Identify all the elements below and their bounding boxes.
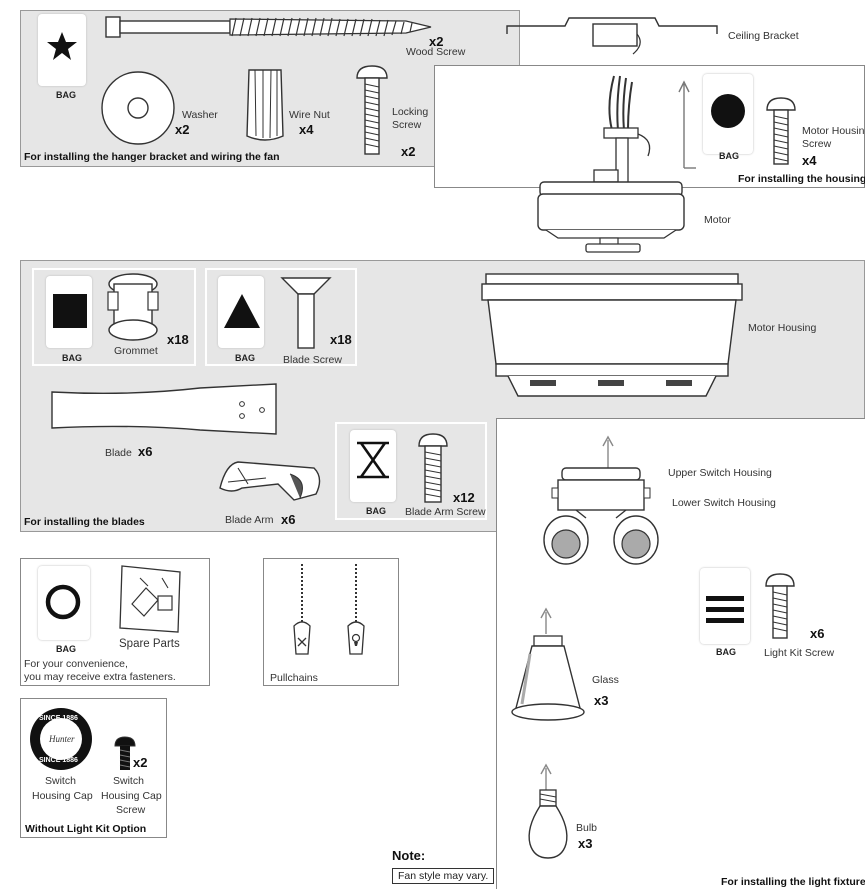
housing-panel — [434, 65, 865, 188]
blade-icon — [51, 383, 277, 435]
switch-housing-arrow-icon — [602, 435, 614, 468]
switch-housing-cap-screw-icon — [114, 736, 136, 770]
light-kit-screw-icon — [765, 573, 795, 639]
blade-arm-screw-icon — [418, 433, 448, 503]
light-caption: For installing the light fixture — [721, 876, 865, 888]
motor-wires-icon — [603, 75, 651, 189]
bag-label: BAG — [719, 151, 739, 161]
spare-note-1: For your convenience, — [24, 658, 128, 670]
blade-arm-label: Blade Arm — [225, 514, 274, 526]
wire-nut-label: Wire Nut — [289, 109, 330, 121]
bulb-arrow-icon — [540, 763, 552, 790]
lower-switch-housing-label: Lower Switch Housing — [672, 497, 776, 509]
housing-caption: For installing the housing — [738, 173, 865, 185]
switch-housing-cap-screw-qty: x2 — [133, 755, 148, 770]
blade-qty: x6 — [138, 444, 153, 459]
grommet-qty: x18 — [167, 332, 189, 347]
locking-screw-icon — [356, 65, 388, 155]
seal-text-top: SINCE 1886 — [39, 715, 78, 722]
seal-text-bottom: SINCE 1886 — [39, 757, 78, 764]
switch-housing-cap-screw-label-3: Screw — [116, 804, 146, 816]
blade-arm-qty: x6 — [281, 512, 296, 527]
motor-label: Motor — [704, 214, 731, 226]
light-kit-screw-qty: x6 — [810, 626, 825, 641]
grommet-icon — [107, 273, 159, 341]
wire-nut-icon — [246, 69, 284, 141]
three-lines-icon — [706, 596, 744, 623]
blade-arm-icon — [219, 461, 321, 501]
blade-arm-screw-qty: x12 — [453, 490, 475, 505]
spare-note-2: you may receive extra fasteners. — [24, 671, 176, 683]
motor-housing-screw-label-2: Screw — [802, 138, 832, 150]
motor-housing-screw-label-1: Motor Housing — [802, 125, 865, 137]
bag-label: BAG — [235, 353, 255, 363]
switch-housing-cap-icon — [30, 708, 92, 770]
motor-housing-icon — [481, 273, 743, 397]
blade-screw-label: Blade Screw — [283, 354, 342, 366]
ring-icon — [45, 584, 81, 620]
circle-icon — [711, 94, 745, 128]
lines-bag — [700, 568, 750, 644]
glass-icon — [511, 635, 585, 721]
wood-screw-icon — [105, 16, 432, 38]
triangle-icon — [224, 294, 260, 328]
ceiling-bracket-label: Ceiling Bracket — [728, 30, 799, 42]
bag-label: BAG — [62, 353, 82, 363]
up-arrow-icon — [678, 80, 696, 169]
light-kit-screw-label: Light Kit Screw — [764, 647, 835, 659]
switch-housing-cap-label-2: Housing Cap — [32, 790, 93, 802]
note-text: Fan style may vary. — [392, 868, 495, 884]
bag-label: BAG — [56, 644, 76, 654]
bulb-icon — [528, 789, 568, 859]
bulb-qty: x3 — [578, 836, 593, 851]
blades-caption: For installing the blades — [24, 516, 145, 528]
switch-housing-cap-screw-label-1: Switch — [113, 775, 144, 787]
motor-icon — [537, 169, 685, 253]
washer-label: Washer — [182, 109, 218, 121]
no-light-kit-caption: Without Light Kit Option — [25, 823, 147, 835]
bulb-label: Bulb — [576, 822, 598, 834]
motor-housing-screw-qty: x4 — [802, 153, 817, 168]
motor-housing-label: Motor Housing — [748, 322, 817, 334]
bag-label: BAG — [56, 90, 76, 100]
blade-screw-qty: x18 — [330, 332, 352, 347]
pullchains-label: Pullchains — [270, 672, 318, 684]
glass-qty: x3 — [594, 693, 609, 708]
square-icon — [53, 294, 87, 328]
seal-brand: Hunter — [49, 734, 75, 744]
spare-parts-label: Spare Parts — [119, 638, 180, 650]
locking-screw-label-2: Screw — [392, 119, 422, 131]
pullchains-panel — [263, 558, 399, 686]
grommet-label: Grommet — [114, 345, 158, 357]
bag-label: BAG — [366, 506, 386, 516]
star-icon — [47, 32, 77, 60]
blade-arm-screw-label: Blade Arm Screw — [405, 506, 486, 518]
hanger-caption: For installing the hanger bracket and wi… — [24, 151, 280, 163]
switch-housing-cap-screw-label-2: Housing Cap — [101, 790, 162, 802]
blade-screw-icon — [280, 277, 332, 349]
switch-housing-cap-label-1: Switch — [45, 775, 76, 787]
note-title: Note: — [392, 848, 426, 863]
blade-label: Blade — [105, 447, 132, 459]
glass-label: Glass — [592, 674, 619, 686]
pullchains-icon — [293, 564, 365, 655]
wood-screw-qty: x2 — [429, 34, 444, 49]
washer-icon — [101, 71, 175, 145]
switch-housing-icon — [543, 467, 659, 565]
bag-label: BAG — [716, 647, 736, 657]
upper-switch-housing-label: Upper Switch Housing — [668, 467, 772, 479]
ceiling-bracket-icon — [506, 17, 718, 55]
motor-housing-screw-icon — [766, 97, 796, 165]
glass-arrow-icon — [540, 607, 552, 634]
washer-qty: x2 — [175, 122, 190, 137]
wood-screw-label: Wood Screw — [406, 46, 466, 58]
locking-screw-label-1: Locking — [392, 106, 429, 118]
locking-screw-qty: x2 — [401, 144, 416, 159]
spare-parts-icon — [119, 565, 181, 633]
hourglass-icon — [357, 441, 389, 479]
wire-nut-qty: x4 — [299, 122, 314, 137]
